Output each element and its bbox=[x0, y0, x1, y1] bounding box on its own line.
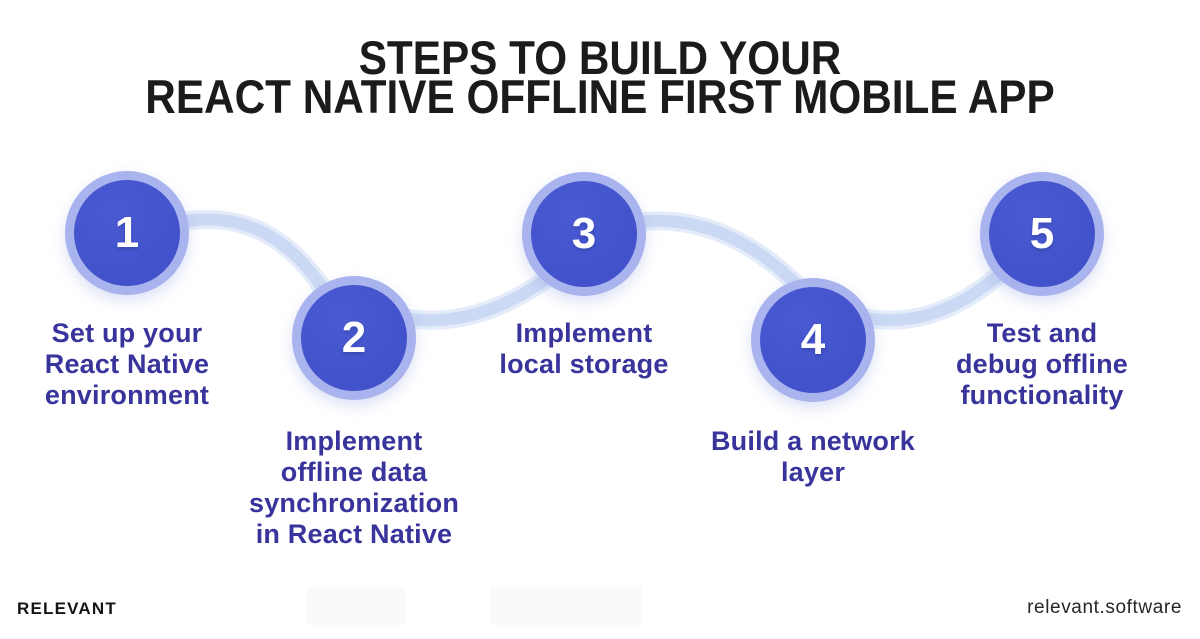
page-title: STEPS TO BUILD YOUR REACT NATIVE OFFLINE… bbox=[60, 31, 1140, 123]
step-circle-2-inner: 2 bbox=[301, 285, 407, 391]
connector-path-4-5 bbox=[860, 268, 1006, 327]
step-circle-5-inner: 5 bbox=[989, 181, 1095, 287]
step-circle-4-inner: 4 bbox=[760, 287, 866, 393]
step-circle-4: 4 bbox=[751, 278, 875, 402]
connector-path-3-4 bbox=[632, 214, 806, 294]
step-label-1: Set up your React Native environment bbox=[44, 318, 210, 410]
step-circle-3: 3 bbox=[522, 172, 646, 296]
step-number-3: 3 bbox=[571, 209, 597, 258]
step-circle-2: 2 bbox=[292, 276, 416, 400]
connector-path-1-2 bbox=[174, 213, 331, 298]
step-circle-3-inner: 3 bbox=[531, 181, 637, 287]
step-label-5: Test and debug offline functionality bbox=[955, 318, 1129, 410]
step-label-4: Build a network layer bbox=[710, 426, 916, 487]
step-circle-5: 5 bbox=[980, 172, 1104, 296]
step-number-1: 1 bbox=[114, 208, 140, 257]
step-circle-1: 1 bbox=[65, 171, 189, 295]
watermark-remnant-right bbox=[490, 587, 642, 625]
page-title-line-2: REACT NATIVE OFFLINE FIRST MOBILE APP bbox=[145, 70, 1055, 123]
website-text: relevant.software bbox=[1027, 597, 1182, 618]
step-number-2: 2 bbox=[341, 313, 367, 362]
step-number-5: 5 bbox=[1029, 209, 1055, 258]
step-label-2: Implement offline data synchronization i… bbox=[248, 426, 460, 549]
connector-path-2-3 bbox=[399, 272, 554, 327]
step-label-3: Implement local storage bbox=[499, 318, 669, 379]
step-number-4: 4 bbox=[800, 315, 826, 364]
brand-logo: RELEVANT bbox=[17, 599, 117, 618]
watermark-remnant-left bbox=[307, 587, 405, 625]
step-circle-1-inner: 1 bbox=[74, 180, 180, 286]
page-title-line-1: STEPS TO BUILD YOUR bbox=[358, 31, 842, 84]
